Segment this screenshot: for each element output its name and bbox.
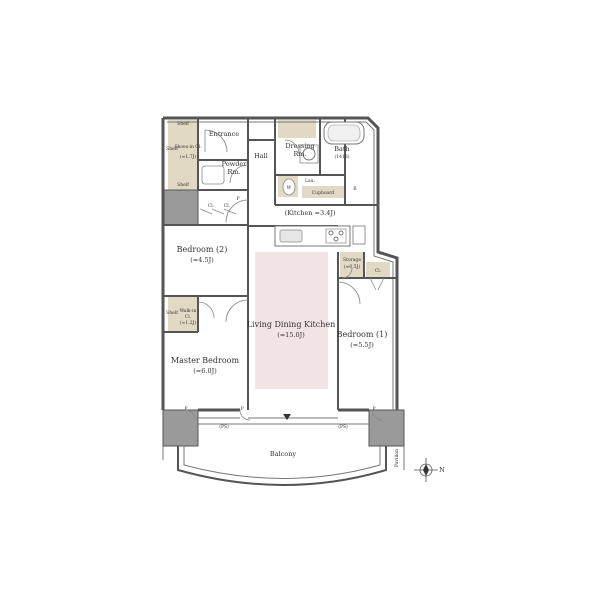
cooktop [325, 228, 347, 244]
column-bottom-left [162, 409, 199, 447]
door-cl-br1 [369, 277, 385, 291]
label-shoes: Shoes-in Cl. [174, 144, 202, 150]
label-dressing: Dressing [285, 142, 314, 150]
label-p-3: P [240, 406, 243, 412]
washer-drum [302, 147, 316, 161]
cupboard-fill [302, 186, 344, 198]
label-cl-2: Cl. [224, 203, 231, 209]
label-shelf-walkin: Shelf [166, 310, 178, 316]
label-hall: Hall [254, 152, 268, 160]
door-bedroom1 [337, 281, 361, 305]
door-walkin [197, 301, 215, 319]
label-ldk-area: (≈15.0J) [277, 331, 305, 339]
kitchen-sink [279, 229, 303, 243]
outer-wall [161, 116, 399, 412]
shoes-closet-fill [168, 120, 198, 190]
balcony-inner [183, 446, 381, 479]
label-r: R [353, 186, 357, 192]
door-master [225, 299, 249, 323]
cl-br1-fill [366, 262, 390, 278]
label-entrance: Entrance [209, 130, 239, 138]
label-ldk: Living Dining Kitchen [247, 320, 336, 329]
label-walkin-area: (≈1.2J) [180, 319, 196, 326]
label-balcony: Balcony [270, 450, 296, 458]
label-bath: Bath [334, 145, 349, 153]
label-cupboard: Cupboard [312, 190, 335, 196]
ldk-floor [255, 252, 328, 389]
fridge-space [352, 225, 366, 245]
door-bedroom2 [225, 199, 249, 223]
label-master-area: (≈6.0J) [193, 367, 217, 375]
label-p-1: P [236, 196, 239, 202]
label-wc: W [287, 185, 292, 191]
column-top-left [162, 189, 199, 226]
label-bedroom1: Bedroom (1) [337, 330, 388, 339]
label-walkin: Walk-in [180, 308, 197, 314]
label-master: Master Bedroom [171, 356, 240, 365]
column-bottom-right [368, 409, 405, 447]
walkin-closet-fill [168, 296, 198, 332]
interior-walls [163, 118, 397, 410]
label-bedroom2-area: (≈4.5J) [190, 256, 214, 264]
door-powder [229, 164, 249, 184]
burner-3 [333, 236, 339, 242]
toilet [282, 178, 296, 196]
label-shelf-2: Shelf [177, 182, 189, 188]
label-cl-1: Cl. [208, 203, 215, 209]
powder-basin [201, 165, 225, 185]
storage-fill [340, 252, 364, 278]
burner-1 [328, 230, 334, 236]
bathtub-inner [327, 124, 361, 142]
burner-2 [338, 230, 344, 236]
label-powder-2: Rm. [227, 168, 240, 176]
label-kitchen: (Kitchen ≈3.4J) [285, 209, 336, 217]
label-shoes-area: (≈1.7J) [180, 153, 196, 160]
label-shelf-side: Shelf [166, 146, 178, 152]
label-ps-right: (PS) [338, 423, 348, 430]
door-entrance [204, 129, 228, 153]
label-p-2: P [184, 406, 187, 412]
sash-windows [198, 417, 369, 425]
compass-north-label: N [439, 466, 445, 474]
label-bath-size: (1418) [335, 153, 350, 160]
label-powder: Powder [222, 160, 248, 168]
label-lau: Lau. [305, 178, 316, 184]
label-cl-br1: Cl. [375, 268, 382, 274]
door-storage [341, 267, 353, 279]
label-storage-area: (≈0.5J) [344, 263, 360, 270]
door-dressing [284, 139, 300, 155]
balcony-outline [177, 446, 387, 486]
bedroom-window-right [371, 409, 383, 421]
label-shelf-1: Shelf [177, 121, 189, 127]
label-storage: Storage [343, 257, 361, 263]
label-walkin-2: Cl. [185, 314, 192, 320]
label-bedroom1-area: (≈5.5J) [350, 341, 374, 349]
dressing-fill [278, 120, 316, 138]
label-bedroom2: Bedroom (2) [177, 245, 228, 254]
label-dressing-2: Rm. [293, 150, 306, 158]
compass-icon [414, 458, 438, 482]
bedroom-window-left [184, 409, 251, 421]
label-pavilion: Pavilion [394, 449, 400, 467]
label-ps-left: (PS) [219, 423, 229, 430]
label-p-4: P [372, 406, 375, 412]
entry-marker [283, 414, 291, 420]
door-cl-b2-a [199, 208, 237, 215]
